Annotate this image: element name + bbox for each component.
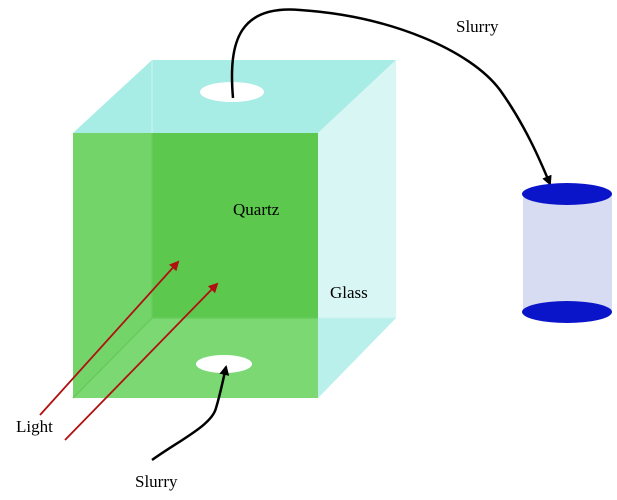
label-light: Light (16, 417, 53, 436)
quartz-left-face (73, 133, 152, 398)
light-ray-arrow (64, 282, 219, 441)
slurry-container-body (523, 194, 612, 312)
label-slurry-bottom: Slurry (135, 472, 178, 491)
slurry-inlet-tube (151, 365, 230, 462)
slurry-outlet-tube (230, 8, 552, 186)
quartz-bottom-face (73, 318, 318, 398)
label-quartz: Quartz (233, 200, 280, 219)
bottom-inlet-hole (196, 355, 252, 373)
glass-cube-right-side (318, 60, 396, 398)
label-glass: Glass (330, 283, 368, 302)
quartz-edge (72, 317, 153, 399)
slurry-container-bottom (522, 301, 612, 323)
light-ray-arrow (39, 260, 180, 416)
label-slurry-top: Slurry (456, 17, 499, 36)
slurry-container-top (522, 183, 612, 205)
